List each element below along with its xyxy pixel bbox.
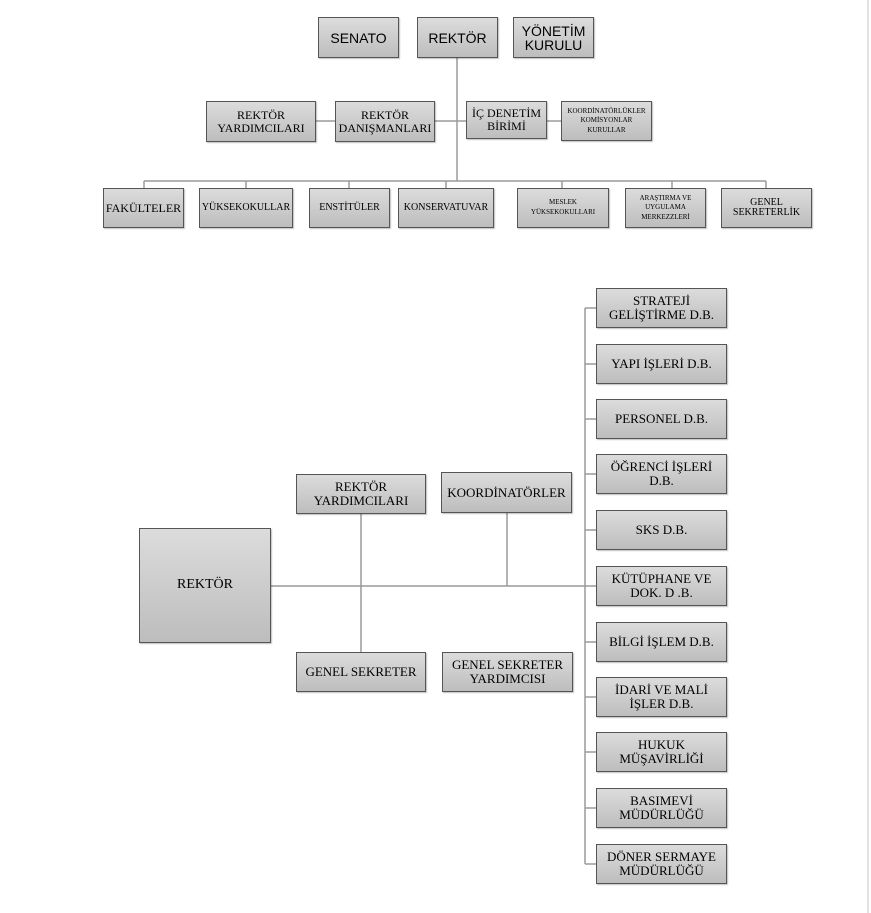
- dept-hukuk-musavirligi: HUKUK MÜŞAVİRLİĞİ: [596, 732, 727, 772]
- dept-ogrenci-isleri: ÖĞRENCİ İŞLERİ D.B.: [596, 454, 727, 494]
- dept-personel: PERSONEL D.B.: [596, 399, 727, 439]
- unit-arastirma-merkezleri: ARAŞTIRMA VE UYGULAMA MERKEZZLERİ: [625, 188, 706, 228]
- rektor-danismanlari-box: REKTÖR DANIŞMANLARI: [335, 101, 435, 142]
- unit-konservatuvar: KONSERVATUVAR: [398, 188, 494, 228]
- dept-basimevi: BASIMEVİ MÜDÜRLÜĞÜ: [596, 788, 727, 828]
- dept-bilgi-islem: BİLGİ İŞLEM D.B.: [596, 622, 727, 662]
- unit-fakulteler: FAKÜLTELER: [103, 188, 184, 228]
- unit-yuksekokullar: YÜKSEKOKULLAR: [199, 188, 293, 228]
- unit-meslek-yuksekokullari: MESLEK YÜKSEKOKULLARI: [517, 188, 609, 228]
- unit-enstituler: ENSTİTÜLER: [309, 188, 390, 228]
- koordinatorlukler-box: KOORDİNATÖRLÜKLER KOMİSYONLAR KURULLAR: [561, 101, 652, 141]
- dept-sks: SKS D.B.: [596, 510, 727, 550]
- dept-idari-mali-isler: İDARİ VE MALİ İŞLER D.B.: [596, 677, 727, 717]
- unit-genel-sekreterlik: GENEL SEKRETERLİK: [721, 188, 812, 228]
- rektor-box-top: REKTÖR: [417, 17, 498, 58]
- dept-strateji-gelistirme: STRATEJİ GELİŞTİRME D.B.: [596, 288, 727, 328]
- dept-doner-sermaye: DÖNER SERMAYE MÜDÜRLÜĞÜ: [596, 844, 727, 884]
- dept-yapi-isleri: YAPI İŞLERİ D.B.: [596, 344, 727, 384]
- genel-sekreter-box: GENEL SEKRETER: [296, 652, 426, 692]
- rektor-box-bottom: REKTÖR: [139, 528, 271, 643]
- rektor-yardimcilari-box-bottom: REKTÖR YARDIMCILARI: [296, 474, 426, 514]
- koordinatorler-box: KOORDİNATÖRLER: [441, 472, 572, 513]
- ic-denetim-birimi-box: İÇ DENETİM BİRİMİ: [466, 101, 547, 139]
- page-right-border: [867, 0, 869, 913]
- yonetim-kurulu-box: YÖNETİM KURULU: [513, 17, 594, 58]
- rektor-yardimcilari-box-top: REKTÖR YARDIMCILARI: [206, 101, 316, 142]
- senato-box: SENATO: [318, 17, 399, 58]
- genel-sekreter-yardimcisi-box: GENEL SEKRETER YARDIMCISI: [442, 652, 573, 692]
- dept-kutuphane: KÜTÜPHANE VE DOK. D .B.: [596, 566, 727, 606]
